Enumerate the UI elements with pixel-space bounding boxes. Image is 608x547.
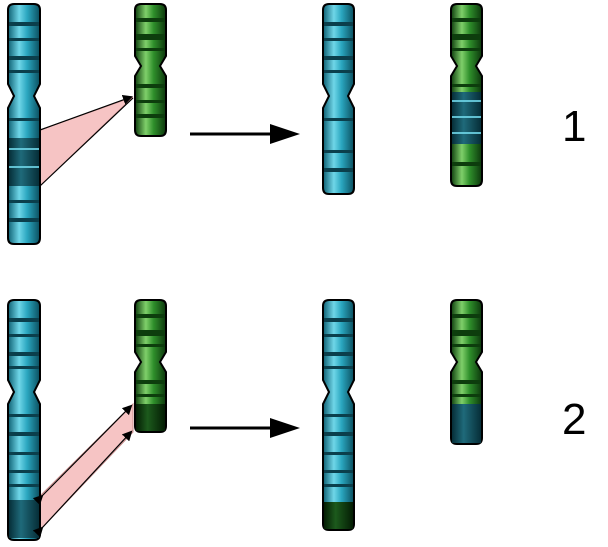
chromosome-blue-before (7, 3, 41, 245)
chromosome-green-before-2 (134, 299, 167, 433)
translocated-blue-end (452, 404, 481, 443)
chromosome-blue-before-2 (7, 299, 41, 541)
chromosome-green-after-2 (450, 299, 483, 445)
row-1: 1 (7, 3, 586, 245)
segment-pointer-upper (39, 95, 133, 131)
process-arrow-2 (190, 418, 300, 438)
segment-pointer-lower (39, 97, 134, 187)
chromosome-green-after (450, 3, 483, 187)
row-label-1: 1 (562, 102, 586, 151)
chromosome-blue-after-2 (322, 299, 355, 531)
row-2: 2 (7, 299, 586, 541)
process-arrow-1 (190, 124, 300, 144)
reciprocal-segment-shade (39, 402, 134, 532)
chromosome-green-before (134, 3, 167, 137)
translocated-green-end (324, 502, 353, 529)
swap-arrow-upper (32, 404, 133, 506)
swap-arrow-lower (32, 430, 133, 538)
row-label-2: 2 (562, 395, 586, 444)
chromosome-blue-after (322, 3, 355, 195)
